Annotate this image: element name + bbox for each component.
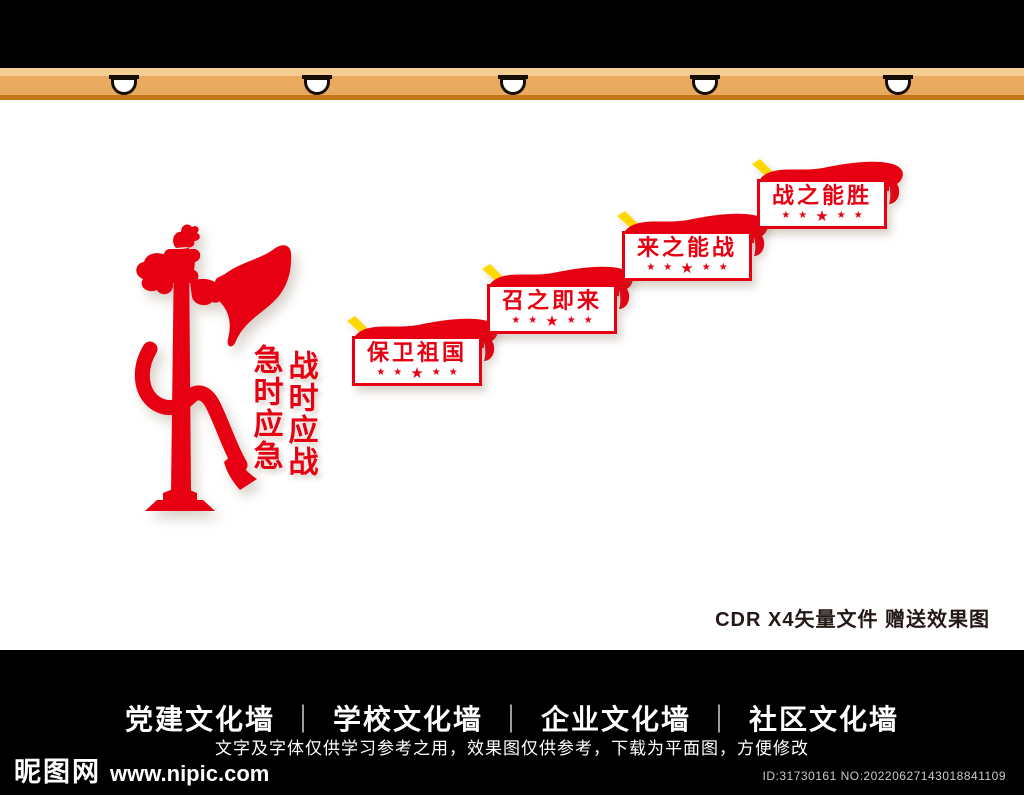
star-icon: ★ — [410, 364, 424, 382]
banner-label: 保卫祖国 — [366, 339, 467, 365]
category-line: 党建文化墙 ｜ 学校文化墙 ｜ 企业文化墙 ｜ 社区文化墙 — [0, 698, 1024, 738]
emblem-flag — [214, 245, 292, 347]
huabiao-flag-emblem-icon — [134, 224, 292, 511]
category-label: 党建文化墙 — [124, 704, 275, 735]
star-icon: ★ — [376, 367, 386, 378]
hanger-hook-icon — [109, 75, 139, 97]
banner-step-4: 战之能胜 ★ ★ ★ ★ ★ — [752, 159, 903, 229]
emblem-cloud-left — [136, 253, 173, 295]
star-icon: ★ — [663, 262, 673, 273]
star-icon: ★ — [815, 207, 829, 225]
star-icon: ★ — [528, 315, 538, 326]
category-label: 学校文化墙 — [332, 704, 483, 735]
star-icon: ★ — [393, 367, 403, 378]
emblem-cap — [163, 249, 201, 283]
emblem-ribbon-tail — [224, 454, 257, 490]
flag-fold — [482, 336, 495, 361]
banner-label: 来之能战 — [636, 234, 737, 260]
star-row: ★ ★ ★ ★ ★ — [781, 209, 862, 224]
separator-bar: ｜ — [496, 704, 527, 735]
star-icon: ★ — [448, 367, 458, 378]
star-icon: ★ — [511, 315, 521, 326]
star-icon: ★ — [566, 315, 576, 326]
separator-bar: ｜ — [705, 704, 736, 735]
banner-step-2: 召之即来 ★ ★ ★ ★ ★ — [482, 264, 633, 334]
star-icon: ★ — [718, 262, 728, 273]
flag-fold — [752, 231, 765, 256]
slogan-column-left: 急时应急 — [248, 344, 282, 472]
banner-step-1: 保卫祖国 ★ ★ ★ ★ ★ — [347, 316, 498, 386]
category-label: 企业文化墙 — [541, 704, 692, 735]
file-format-note: CDR X4矢量文件 赠送效果图 — [715, 609, 990, 631]
site-url: www.nipic.com — [110, 761, 270, 786]
flag-fold — [617, 284, 630, 309]
separator-bar: ｜ — [288, 704, 319, 735]
image-id-text: ID:31730161 NO:20220627143018841109 — [762, 769, 1006, 783]
banner-label: 召之即来 — [501, 287, 602, 313]
star-icon: ★ — [798, 210, 808, 221]
star-icon: ★ — [646, 262, 656, 273]
star-row: ★ ★ ★ ★ ★ — [511, 314, 592, 329]
star-row: ★ ★ ★ ★ ★ — [646, 261, 727, 276]
star-row: ★ ★ ★ ★ ★ — [376, 366, 457, 381]
banner-step-3: 来之能战 ★ ★ ★ ★ ★ — [617, 211, 768, 281]
wooden-beam — [0, 68, 1024, 100]
hanger-hook-icon — [883, 75, 913, 97]
site-name-logo: 昵图网 — [14, 757, 101, 787]
hanger-hook-icon — [690, 75, 720, 97]
star-icon: ★ — [701, 262, 711, 273]
banner-label-box: 来之能战 ★ ★ ★ ★ ★ — [622, 231, 752, 281]
emblem-base-plinth — [163, 482, 197, 500]
emblem-base-slab — [145, 500, 215, 511]
star-icon: ★ — [431, 367, 441, 378]
banner-label: 战之能胜 — [771, 182, 872, 208]
emblem-ribbon — [134, 341, 248, 473]
star-icon: ★ — [853, 210, 863, 221]
banner-label-box: 召之即来 ★ ★ ★ ★ ★ — [487, 284, 617, 334]
star-icon: ★ — [836, 210, 846, 221]
category-label: 社区文化墙 — [749, 704, 900, 735]
emblem-column — [171, 248, 191, 494]
emblem-bird — [173, 224, 200, 248]
star-icon: ★ — [781, 210, 791, 221]
top-black-bar — [0, 0, 1024, 68]
hanger-hook-icon — [302, 75, 332, 97]
footer-bar: 党建文化墙 ｜ 学校文化墙 ｜ 企业文化墙 ｜ 社区文化墙 文字及字体仅供学习参考之用，效果… — [0, 650, 1024, 795]
star-icon: ★ — [583, 315, 593, 326]
flag-fold — [887, 179, 900, 204]
banner-label-box: 战之能胜 ★ ★ ★ ★ ★ — [757, 179, 887, 229]
hanger-hook-icon — [498, 75, 528, 97]
star-icon: ★ — [545, 312, 559, 330]
site-logo: 昵图网 www.nipic.com — [14, 750, 269, 789]
banner-label-box: 保卫祖国 ★ ★ ★ ★ ★ — [352, 336, 482, 386]
star-icon: ★ — [680, 259, 694, 277]
slogan-column-right: 战时应战 — [283, 350, 317, 478]
disclaimer-text: 文字及字体仅供学习参考之用，效果图仅供参考，下载为平面图，方便修改 — [215, 739, 809, 758]
